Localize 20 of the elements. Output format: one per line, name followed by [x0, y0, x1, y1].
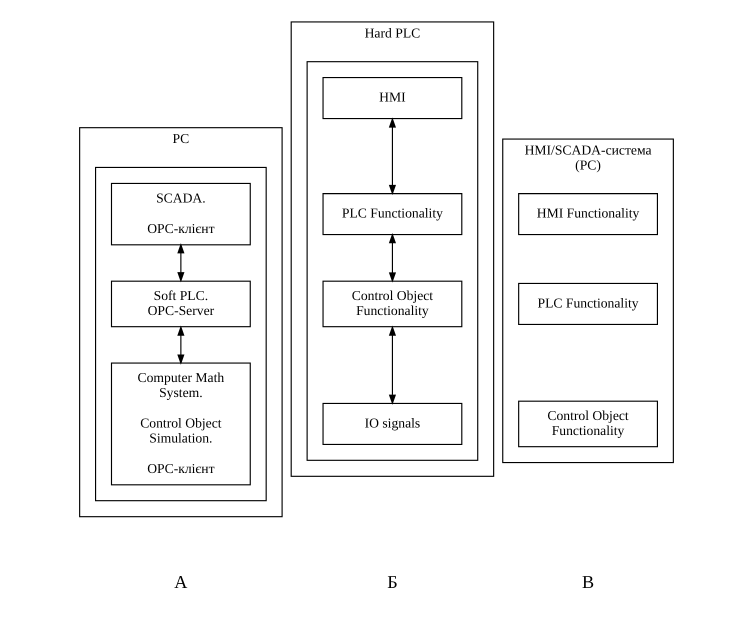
node-box: IO signals	[322, 402, 462, 445]
label: В	[581, 572, 594, 592]
arrow	[176, 243, 184, 282]
node-box: PLC Functionality	[518, 282, 658, 325]
arrow	[388, 232, 396, 283]
node-box: HMI	[322, 77, 462, 120]
node-box: Control Object Functionality	[322, 280, 462, 328]
node-box: PLC Functionality	[322, 193, 462, 236]
node-box: SCADA. OPC-клієнт	[110, 182, 250, 246]
label: Б	[386, 572, 398, 592]
arrow	[388, 117, 396, 196]
cluster	[94, 166, 266, 502]
label: А	[174, 572, 187, 592]
node-box: HMI Functionality	[518, 193, 658, 236]
node-box: Soft PLC. OPC-Server	[110, 280, 250, 328]
cluster	[306, 61, 478, 461]
arrow	[388, 326, 396, 405]
node-box: Computer Math System. Control Object Simulation. OPC-клієнт	[110, 362, 250, 486]
arrow	[176, 326, 184, 365]
node-box: Control Object Functionality	[518, 400, 658, 448]
